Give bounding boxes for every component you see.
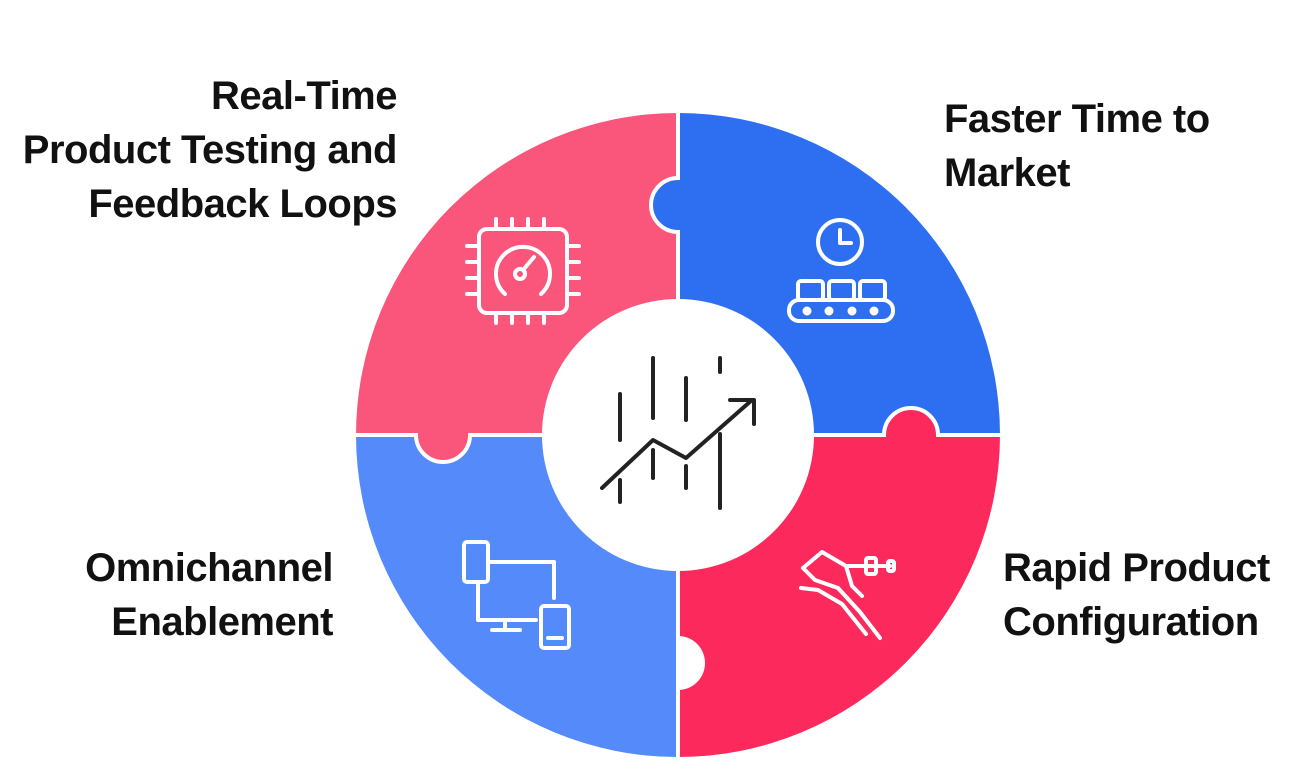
label-top-right: Faster Time to Market (944, 92, 1210, 200)
label-top-left: Real-Time Product Testing and Feedback L… (22, 69, 398, 231)
label-bottom-left-line-1: Omnichannel (85, 546, 333, 590)
label-bottom-left: Omnichannel Enablement (85, 541, 333, 649)
label-top-left-line-3: Feedback Loops (88, 182, 397, 226)
label-top-left-line-1: Real-Time (211, 74, 397, 118)
clock-conveyor-icon (787, 218, 895, 323)
center-circle (542, 299, 814, 571)
label-top-right-line-2: Market (944, 151, 1070, 195)
devices-icon (462, 540, 571, 650)
label-top-left-line-2: Product Testing and (22, 128, 398, 172)
label-bottom-right-line-2: Configuration (1003, 600, 1259, 644)
label-top-right-line-1: Faster Time to (944, 97, 1210, 141)
chip-gauge-icon (465, 217, 581, 325)
label-bottom-right: Rapid Product Configuration (1003, 541, 1270, 649)
growth-chart-icon (600, 356, 756, 510)
label-bottom-right-line-1: Rapid Product (1003, 546, 1270, 590)
label-bottom-left-line-2: Enablement (111, 600, 333, 644)
clamp-tool-icon (799, 550, 896, 640)
